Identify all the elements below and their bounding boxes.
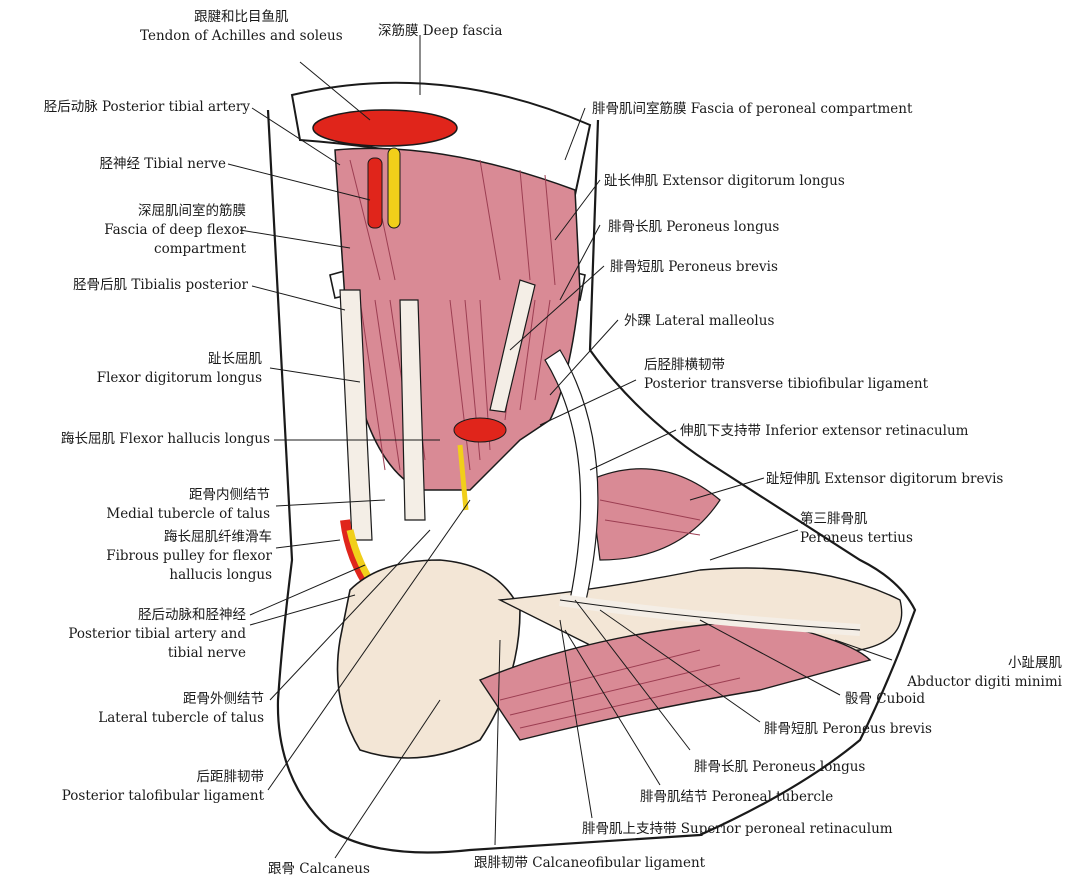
label-peroneus-brevis-low: 腓骨短肌 Peroneus brevis [764,721,932,737]
edb-muscle [589,468,721,561]
tendon-strip [489,279,536,413]
label-pta-nerve: 胫后动脉和胫神经 Posterior tibial artery and tib… [68,607,246,661]
peroneal-tendon-outline [559,599,861,631]
label-achilles: 跟腱和比目鱼肌 Tendon of Achilles and soleus [140,9,343,44]
label-fhl: 踇长屈肌 Flexor hallucis longus [60,431,270,447]
skin-outline [266,109,917,854]
label-post-talofibular: 后距腓韧带 Posterior talofibular ligament [61,769,264,804]
label-fdl: 趾长屈肌 Flexor digitorum longus [96,351,262,386]
label-abductor: 小趾展肌 Abductor digiti minimi [907,655,1062,690]
achilles-cross-section [312,109,458,147]
label-deep-fascia: 深筋膜 Deep fascia [378,23,503,39]
leg-muscle-mass [334,147,581,491]
label-fibrous-pulley: 踇长屈肌纤维滑车 Fibrous pulley for flexor hallu… [106,529,272,583]
label-edl: 趾长伸肌 Extensor digitorum longus [604,173,845,189]
label-peroneus-tertius: 第三腓骨肌 Peroneus tertius [800,511,913,546]
label-fascia-deep-flexor: 深屈肌间室的筋膜 Fascia of deep flexor compartme… [104,203,246,257]
label-peroneal-tubercle: 腓骨肌结节 Peroneal tubercle [640,789,834,805]
foot-striations [499,499,741,729]
label-calcaneus: 跟骨 Calcaneus [268,861,370,877]
label-post-transverse: 后胫腓横韧带 Posterior transverse tibiofibular… [644,357,928,392]
label-edb: 趾短伸肌 Extensor digitorum brevis [766,471,1004,487]
label-inf-ext-ret: 伸肌下支持带 Inferior extensor retinaculum [680,423,969,439]
label-posterior-tibial-artery: 胫后动脉 Posterior tibial artery [43,99,250,115]
label-tibial-nerve: 胫神经 Tibial nerve [99,156,226,172]
nerve-branch [457,444,469,511]
label-cuboid: 骰骨 Cuboid [845,691,926,707]
label-lateral-tubercle: 距骨外侧结节 Lateral tubercle of talus [98,691,264,726]
leader-lines [227,35,893,859]
calcaneus-bone [336,559,521,759]
label-peroneus-longus-low: 腓骨长肌 Peroneus longus [694,759,866,775]
label-sup-peroneal-ret: 腓骨肌上支持带 Superior peroneal retinaculum [582,821,893,837]
label-medial-tubercle: 距骨内侧结节 Medial tubercle of talus [106,487,270,522]
tendon-strip [339,289,373,541]
artery [367,157,383,229]
nerve [387,147,401,229]
tendon-strip [399,299,426,521]
label-lateral-malleolus: 外踝 Lateral malleolus [624,313,775,329]
label-peroneus-longus-up: 腓骨长肌 Peroneus longus [608,219,780,235]
label-fascia-peroneal: 腓骨肌间室筋膜 Fascia of peroneal compartment [592,101,913,117]
label-tibialis-posterior: 胫骨后肌 Tibialis posterior [73,277,248,293]
vessel-bundle [453,417,507,443]
label-calcaneofibular: 跟腓韧带 Calcaneofibular ligament [474,855,706,871]
label-peroneus-brevis-up: 腓骨短肌 Peroneus brevis [610,259,778,275]
